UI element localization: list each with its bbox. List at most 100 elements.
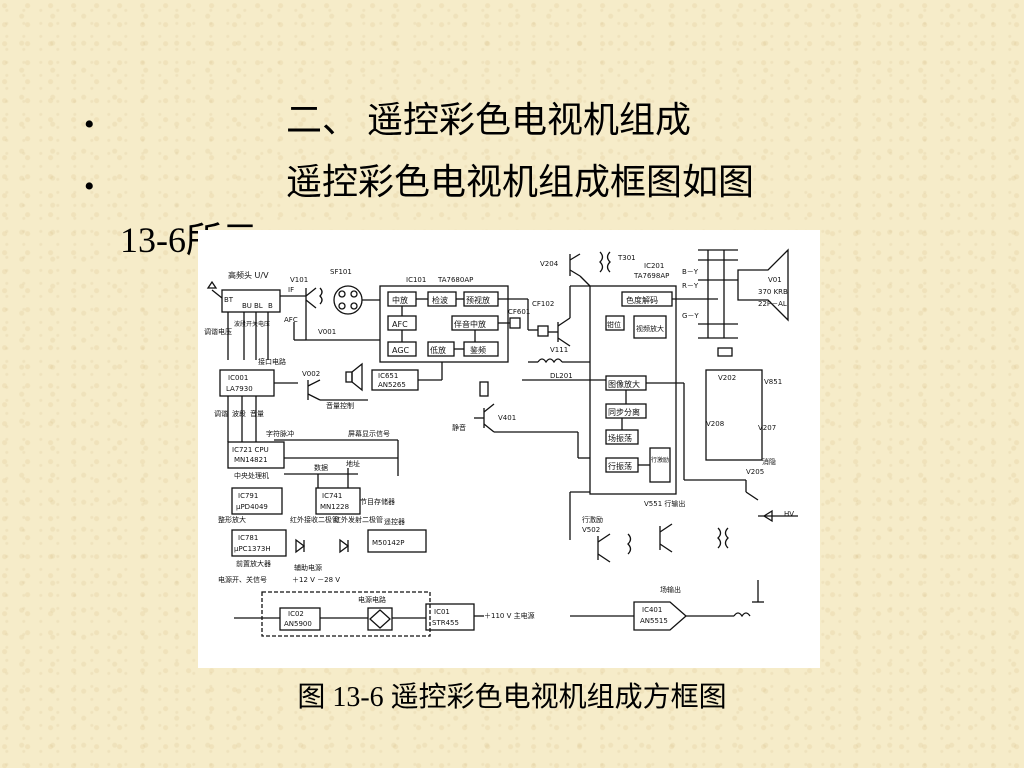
diagram-label: 行振荡	[608, 461, 632, 471]
diagram-stroke	[509, 317, 521, 329]
diagram-label: V002	[302, 370, 320, 378]
diagram-label: IC201	[644, 262, 664, 270]
diagram-label: 场振荡	[608, 433, 632, 443]
diagram-stroke	[483, 403, 495, 413]
diagram-stroke	[367, 529, 427, 553]
bullet-1: •	[84, 108, 95, 141]
diagram-label: 色度解码	[626, 295, 658, 305]
ic101-block	[379, 285, 509, 363]
diagram-label: V101	[290, 276, 308, 284]
diagram-label: 接口电路	[258, 357, 286, 366]
diagram-stroke	[305, 287, 317, 297]
diagram-label: μPC1373H	[234, 545, 271, 553]
diagram-stroke	[724, 527, 729, 549]
diagram-label: B	[268, 302, 273, 310]
diagram-stroke	[279, 607, 321, 631]
diagram-stroke	[659, 543, 673, 553]
diagram-label: M50142P	[372, 539, 405, 547]
diagram-label: 节目存储器	[360, 497, 395, 506]
diagram-stroke	[345, 371, 353, 383]
diagram-label: MN1228	[320, 503, 349, 511]
diagram-label: 电源电路	[358, 595, 386, 604]
diagram-label: 静音	[452, 423, 466, 432]
diagram-label: R－Y	[682, 282, 699, 290]
diagram-stroke	[627, 533, 632, 555]
diagram-stroke	[569, 269, 581, 277]
diagram-label: IC781	[238, 534, 258, 542]
diagram-label: IC001	[228, 374, 248, 382]
diagram-label: IC01	[434, 608, 450, 616]
figure-caption: 图 13-6 遥控彩色电视机组成方框图	[297, 682, 727, 713]
diagram-label: 伴音中放	[454, 319, 486, 329]
diagram-stroke	[717, 527, 722, 549]
diagram-label: AGC	[392, 346, 410, 355]
diagram-stroke	[319, 287, 323, 305]
diagram-stroke	[649, 447, 671, 483]
block-diagram-figure: 高频头 U/V BT BU BL B IF AFC 调谐电压 波段开关电压 接口…	[198, 230, 820, 668]
diagram-stroke	[569, 253, 581, 261]
diagram-stroke	[597, 533, 611, 543]
tuner-block	[221, 289, 281, 313]
diagram-stroke	[579, 275, 591, 287]
diagram-stroke	[206, 280, 218, 289]
diagram-label: ＋12 V －28 V	[292, 576, 340, 584]
diagram-stroke	[350, 302, 358, 310]
diagram-label: ＋110 V 主电源	[484, 611, 535, 620]
diagram-label: 消隐	[762, 457, 776, 466]
diagram-stroke	[295, 538, 306, 554]
diagram-stroke	[737, 248, 789, 322]
diagram-label: STR455	[432, 619, 459, 627]
diagram-stroke	[315, 487, 361, 515]
diagram-label: IC101	[406, 276, 426, 284]
diagram-label: 音量	[250, 409, 264, 418]
diagram-label: AN5265	[378, 381, 406, 389]
diagram-stroke	[261, 591, 431, 637]
diagram-stroke	[557, 337, 571, 347]
diagram-label: 钳位	[607, 320, 621, 329]
tuner-label: 高频头 U/V	[228, 270, 269, 280]
diagram-stroke	[606, 251, 611, 273]
diagram-label: SF101	[330, 268, 352, 276]
diagram-label: DL201	[550, 372, 573, 380]
diagram-stroke	[479, 381, 489, 397]
diagram-label: TA7698AP	[633, 272, 669, 280]
diagram-label: V01	[768, 276, 782, 284]
diagram-stroke	[597, 553, 611, 563]
bullet-2: •	[84, 170, 95, 203]
diagram-label: IC651	[378, 372, 398, 380]
diagram-label: V202	[718, 374, 736, 382]
diagram-stroke	[717, 347, 733, 357]
diagram-label: IC02	[288, 610, 304, 618]
diagram-label: 地址	[346, 459, 360, 468]
diagram-label: V207	[758, 424, 776, 432]
diagram-stroke	[537, 358, 563, 364]
diagram-label: V851	[764, 378, 782, 386]
diagram-label: 行激励	[651, 456, 669, 464]
diagram-label: V208	[706, 420, 724, 428]
diagram-label: V001	[318, 328, 336, 336]
diagram-label: IF	[288, 286, 294, 294]
diagram-stroke	[339, 538, 350, 554]
diagram-stroke	[211, 289, 223, 299]
diagram-stroke	[633, 601, 687, 631]
diagram-stroke	[338, 302, 346, 310]
diagram-stroke	[659, 523, 673, 533]
diagram-label: V551 行输出	[644, 499, 685, 508]
diagram-label: 370 KRB	[758, 288, 788, 296]
diagram-label: B－Y	[682, 268, 699, 276]
diagram-label: 波段	[232, 409, 246, 418]
diagram-label: G－Y	[682, 312, 699, 320]
diagram-stroke	[350, 290, 358, 298]
diagram-label: IC721 CPU	[232, 446, 269, 454]
diagram-stroke	[733, 612, 751, 618]
diagram-label: HV	[784, 510, 794, 518]
diagram-stroke	[705, 369, 763, 461]
diagram-label: CF102	[532, 300, 554, 308]
diagram-label: 检波	[432, 295, 448, 305]
diagram-stroke	[307, 379, 321, 387]
diagram-label: IC401	[642, 606, 662, 614]
diagram-label: 电源开、关信号	[218, 575, 267, 584]
diagram-label: AFC	[284, 316, 298, 324]
diagram-label: 屏幕显示信号	[348, 429, 390, 438]
diagram-label: IC741	[322, 492, 342, 500]
